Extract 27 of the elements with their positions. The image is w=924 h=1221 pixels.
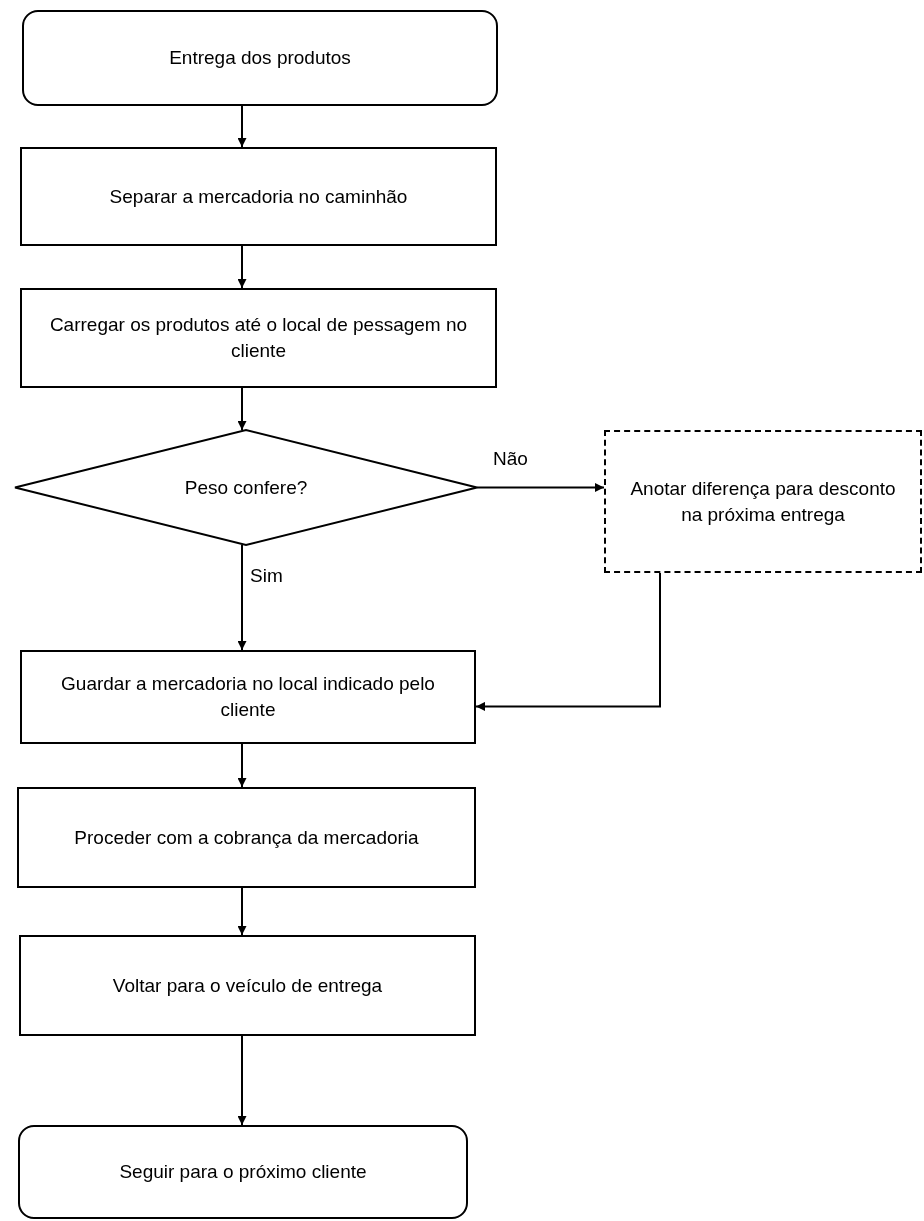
- arrow: [237, 245, 247, 289]
- process-box: [20, 147, 497, 246]
- node-text: Peso confere?: [184, 475, 308, 500]
- process-box: [604, 430, 922, 573]
- process-box: [20, 650, 476, 744]
- node-text: Proceder com a cobrança da mercadoria: [74, 825, 419, 850]
- arrow: [237, 887, 247, 936]
- node-text: Separar a mercadoria no caminhão: [109, 184, 408, 209]
- node-text: Seguir para o próximo cliente: [119, 1160, 367, 1185]
- arrow: [475, 572, 661, 711]
- process-box: [20, 288, 497, 388]
- process-box: [17, 787, 476, 888]
- arrow: [237, 1035, 247, 1126]
- arrow: [237, 743, 247, 788]
- terminal-box: [22, 10, 498, 106]
- arrow: [237, 105, 247, 148]
- arrow: [476, 483, 605, 492]
- terminal-box: [18, 1125, 468, 1219]
- node-text: Anotar diferença para desconto na próxima entrega: [629, 476, 897, 527]
- process-box: [19, 935, 476, 1036]
- node-text: Guardar a mercadoria no local indicado pelo cliente: [60, 672, 436, 722]
- arrow: [237, 544, 247, 651]
- node-text: Carregar os produtos até o local de pessagem no cliente: [48, 313, 469, 363]
- node-text: Voltar para o veículo de entrega: [112, 973, 383, 998]
- node-text: Entrega dos produtos: [169, 46, 351, 71]
- arrow: [237, 387, 247, 431]
- decision-diamond: [14, 428, 478, 547]
